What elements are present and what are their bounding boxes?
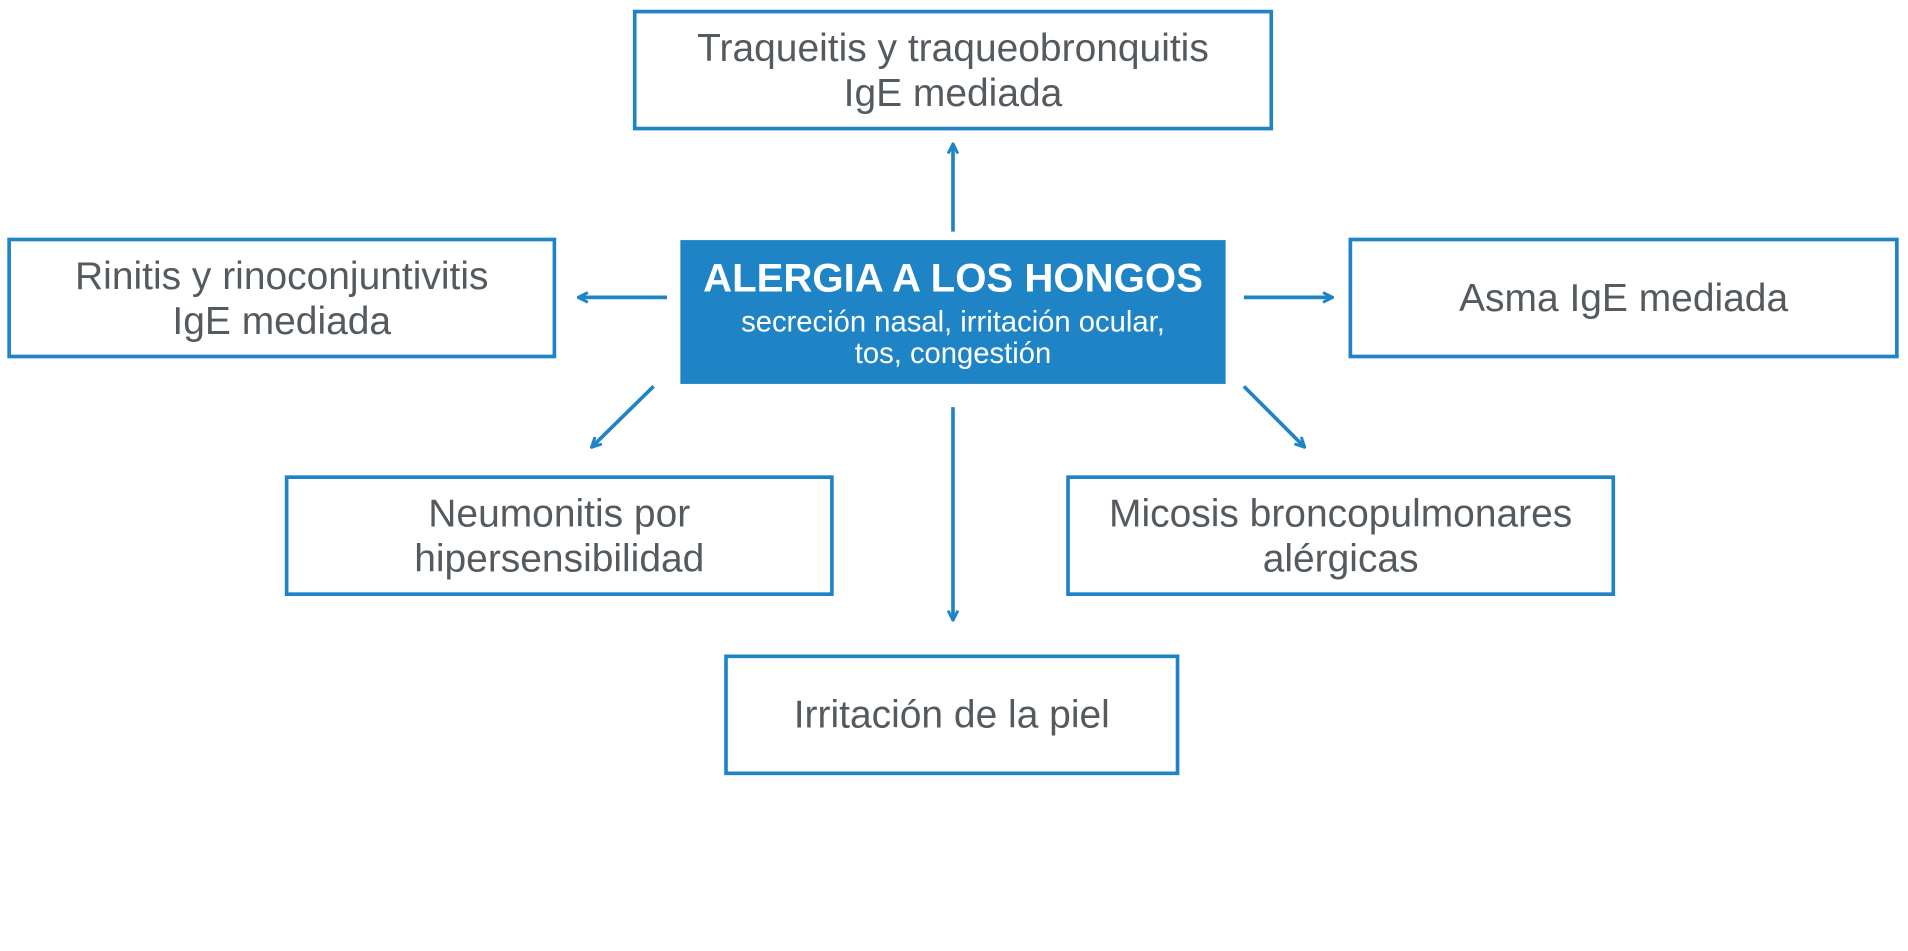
center-subtitle-line-1: secreción nasal, irritación ocular, <box>741 305 1165 339</box>
node-bottom-left-line-2: hipersensibilidad <box>414 535 705 580</box>
node-top: Traqueitis y traqueobronquitis IgE media… <box>632 9 1274 131</box>
node-top-line-2: IgE mediada <box>843 70 1063 114</box>
node-right: Asma IgE mediada <box>1348 237 1899 359</box>
node-bottom-right: Micosis broncopulmonares alérgicas <box>1066 475 1616 596</box>
arrows-layer <box>0 0 1908 780</box>
node-top-line-1: Traqueitis y traqueobronquitis <box>697 24 1209 69</box>
node-bottom: Irritación de la piel <box>724 654 1180 776</box>
node-bottom-right-line-1: Micosis broncopulmonares <box>1109 490 1573 535</box>
center-node: ALERGIA A LOS HONGOS secreción nasal, ir… <box>680 240 1226 384</box>
arrow-to-bottom-right <box>1242 385 1305 447</box>
node-left-line-1: Rinitis y rinoconjuntivitis <box>75 252 489 297</box>
arrow-to-bottom-left <box>592 385 655 447</box>
node-right-line-1: Asma IgE mediada <box>1459 275 1789 320</box>
node-bottom-right-line-2: alérgicas <box>1262 535 1419 580</box>
center-title: ALERGIA A LOS HONGOS <box>703 254 1203 300</box>
node-bottom-left: Neumonitis por hipersensibilidad <box>284 475 834 596</box>
node-bottom-line-1: Irritación de la piel <box>793 692 1110 737</box>
node-left-line-2: IgE mediada <box>172 297 392 342</box>
node-left: Rinitis y rinoconjuntivitis IgE mediada <box>7 237 557 359</box>
center-subtitle-line-2: tos, congestión <box>854 337 1052 371</box>
diagram-canvas: Traqueitis y traqueobronquitis IgE media… <box>0 0 1908 780</box>
node-bottom-left-line-1: Neumonitis por <box>428 490 691 535</box>
